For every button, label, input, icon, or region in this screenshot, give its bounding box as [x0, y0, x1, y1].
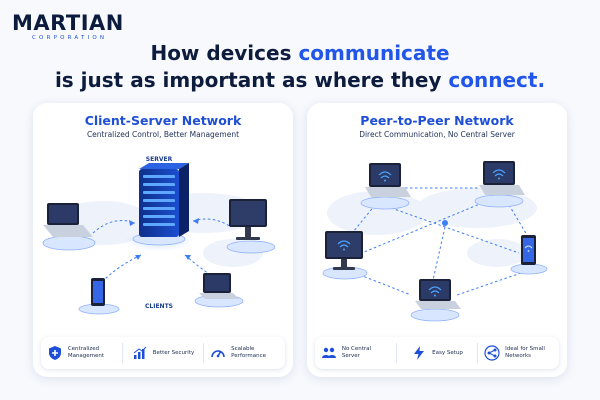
- shield-icon: [48, 346, 61, 360]
- users-icon: [321, 347, 336, 358]
- phone-icon: [510, 235, 548, 275]
- link-monitor-right: [192, 218, 232, 228]
- monitor-icon: [322, 231, 368, 280]
- link-phone: [102, 254, 142, 282]
- feature-label: Better Security: [152, 349, 195, 356]
- peer-to-peer-features: No Central Server Easy Setup Ideal for S…: [315, 337, 559, 369]
- bar-chart-icon: [133, 346, 147, 359]
- peer-to-peer-card: Peer-to-Peer Network Direct Communicatio…: [307, 103, 567, 377]
- feature-label: Ideal for Small Networks: [505, 346, 545, 359]
- page-headline: How devices communicate is just as impor…: [0, 40, 600, 94]
- phone-icon: [78, 278, 120, 315]
- laptop-bottom-icon: [410, 279, 461, 322]
- logo-subtitle: CORPORATION: [32, 35, 108, 41]
- laptop-icon: [42, 203, 96, 251]
- link-right-upper: [508, 204, 528, 236]
- feature-ideal-small-networks: Ideal for Small Networks: [478, 343, 559, 363]
- laptop-bottom-icon: [194, 273, 244, 308]
- headline-line-2: is just as important as where they conne…: [0, 67, 600, 94]
- headline-line-2-highlight: connect.: [448, 68, 546, 92]
- link-center-bottom: [430, 226, 446, 290]
- laptop-top-left-icon: [360, 163, 411, 210]
- mesh-center-node: [442, 220, 448, 226]
- feature-centralized-management: Centralized Management: [41, 343, 123, 363]
- feature-label: Scalable Performance: [231, 346, 267, 359]
- logo-wordmark: MARTIAN: [12, 11, 124, 35]
- monitor-icon: [226, 199, 276, 254]
- client-server-card: SERVER: [33, 103, 293, 377]
- link-right-lower: [456, 272, 522, 296]
- peer-to-peer-title: Peer-to-Peer Network: [360, 113, 514, 128]
- headline-line-1-highlight: communicate: [298, 41, 450, 65]
- logo: MARTIAN CORPORATION: [12, 12, 124, 41]
- link-diagonal-2: [356, 200, 488, 256]
- client-server-title: Client-Server Network: [84, 113, 242, 128]
- feature-label: No Central Server: [341, 346, 372, 359]
- feature-no-central-server: No Central Server: [315, 343, 397, 363]
- gauge-icon: [211, 350, 225, 358]
- feature-scalable-performance: Scalable Performance: [204, 343, 285, 363]
- link-left-lower: [354, 272, 412, 296]
- server-icon: [123, 163, 195, 251]
- headline-line-1: How devices communicate: [0, 40, 600, 67]
- peer-connections: [348, 187, 528, 296]
- share-icon: [484, 345, 500, 361]
- client-server-features: Centralized Management Better Security S…: [41, 337, 285, 369]
- server-label: SERVER: [146, 156, 173, 163]
- client-server-subtitle: Centralized Control, Better Management: [86, 130, 240, 139]
- connection-arrows: [129, 218, 199, 260]
- feature-label: Easy Setup: [432, 349, 463, 356]
- headline-line-1-prefix: How devices: [150, 41, 299, 65]
- peer-to-peer-subtitle: Direct Communication, No Central Server: [359, 130, 515, 139]
- peer-to-peer-diagram: [322, 161, 548, 322]
- headline-line-2-prefix: is just as important as where they: [54, 68, 449, 92]
- link-left-upper: [348, 204, 376, 238]
- lightning-icon: [414, 346, 425, 360]
- feature-easy-setup: Easy Setup: [397, 343, 479, 363]
- clients-label: CLIENTS: [145, 303, 173, 310]
- client-server-diagram: SERVER: [42, 156, 276, 315]
- link-diagonal-1: [376, 202, 520, 254]
- feature-better-security: Better Security: [123, 343, 205, 363]
- laptop-top-right-icon: [474, 161, 525, 208]
- feature-label: Centralized Management: [67, 346, 105, 359]
- logo-name: MARTIAN: [12, 12, 124, 34]
